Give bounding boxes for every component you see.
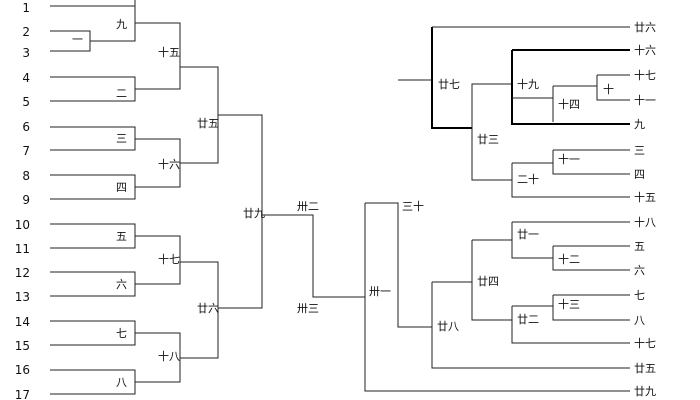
node-n29-label: 廿九 bbox=[243, 207, 265, 220]
node-n7-label: 七 bbox=[116, 327, 127, 340]
node-n14-label: 十四 bbox=[558, 97, 580, 111]
edge-n24 bbox=[471, 239, 512, 321]
node-n2-label: 二 bbox=[116, 87, 127, 100]
node-n13-label: 十三 bbox=[558, 297, 580, 311]
node-n1-label: 一 bbox=[72, 33, 83, 46]
node-n28-label: 廿八 bbox=[437, 320, 459, 333]
row-number: 12 bbox=[15, 266, 30, 280]
row-number: 17 bbox=[15, 388, 30, 400]
edge-n23 bbox=[471, 83, 512, 181]
node-n25-label: 廿五 bbox=[197, 117, 219, 130]
edge-n1 bbox=[50, 30, 91, 52]
edge-n30 bbox=[365, 202, 432, 328]
node-n27-label: 廿七 bbox=[438, 78, 460, 91]
node-n19-label: 十九 bbox=[517, 77, 539, 91]
node-n9-label: 九 bbox=[116, 18, 127, 31]
row-numbers: 1 2 3 4 5 6 7 8 9 10 11 12 13 14 15 16 1… bbox=[15, 1, 30, 400]
leaf-label: 九 bbox=[634, 118, 645, 131]
row-number: 11 bbox=[15, 242, 30, 256]
edge-n15-bracket bbox=[135, 22, 181, 90]
row-number: 16 bbox=[15, 363, 30, 377]
edge-n25 bbox=[180, 66, 219, 164]
row-number: 3 bbox=[22, 46, 30, 60]
leaf-label: 廿五 bbox=[634, 362, 656, 375]
node-n23-label: 廿三 bbox=[477, 133, 499, 146]
edge-n14 bbox=[552, 85, 597, 122]
leaf-label: 五 bbox=[634, 240, 645, 253]
node-n21-label: 廿一 bbox=[517, 228, 539, 241]
leaf-label: 廿九 bbox=[634, 385, 656, 398]
edge-n29 bbox=[218, 114, 263, 309]
edge-n26 bbox=[180, 261, 219, 359]
node-n22-label: 廿二 bbox=[517, 313, 539, 326]
leaf-label: 四 bbox=[634, 168, 645, 181]
leaf-label: 六 bbox=[634, 264, 645, 277]
center-bottom-label: 卅三 bbox=[297, 302, 319, 315]
edge-n11 bbox=[552, 149, 630, 175]
node-n3-label: 三 bbox=[116, 132, 127, 145]
edge-n19 bbox=[511, 49, 630, 125]
node-n10-label: 十 bbox=[603, 82, 614, 96]
leaf-label: 十七 bbox=[634, 68, 656, 82]
row-number: 4 bbox=[22, 71, 30, 85]
right-leaves: 廿六 十六 十七 十一 九 三 四 十五 十八 五 六 七 八 十七 廿五 廿九 bbox=[634, 21, 656, 398]
edge-n21 bbox=[511, 221, 630, 259]
node-n26-label: 廿六 bbox=[197, 302, 219, 315]
leaf-label: 十五 bbox=[634, 190, 656, 204]
node-n18-label: 十八 bbox=[158, 349, 180, 363]
center-links: 卅二 卅三 卅一 bbox=[262, 200, 630, 392]
node-n6-label: 六 bbox=[116, 278, 127, 291]
row-number: 2 bbox=[22, 25, 30, 39]
node-n30-label: 三十 bbox=[402, 199, 424, 213]
leaf-label: 廿六 bbox=[634, 21, 656, 34]
edge-n12 bbox=[552, 245, 630, 271]
node-n5-label: 五 bbox=[116, 230, 127, 243]
left-tree: 一 九 二 十五 三 四 十六 廿五 五 六 十七 bbox=[50, 0, 265, 395]
row-number: 13 bbox=[15, 290, 30, 304]
edge-n13 bbox=[552, 294, 630, 321]
leaf-label: 十八 bbox=[634, 215, 656, 229]
leaf-label: 八 bbox=[634, 314, 645, 327]
row-number: 15 bbox=[15, 339, 30, 353]
row-number: 5 bbox=[22, 95, 30, 109]
node-n8-label: 八 bbox=[116, 376, 127, 389]
edge-n20 bbox=[511, 162, 630, 198]
row-number: 7 bbox=[22, 144, 30, 158]
edge-root bbox=[364, 203, 630, 392]
leaf-label: 七 bbox=[634, 289, 645, 302]
edge-n10 bbox=[596, 74, 630, 101]
leaf-label: 十一 bbox=[634, 93, 656, 107]
node-n16-label: 十六 bbox=[158, 157, 180, 171]
node-n15-label: 十五 bbox=[158, 45, 180, 59]
node-n12-label: 十二 bbox=[558, 252, 580, 266]
edge-n17 bbox=[135, 235, 181, 285]
edge-n22 bbox=[511, 305, 630, 344]
leaf-label: 三 bbox=[634, 144, 645, 157]
row-number: 14 bbox=[15, 315, 30, 329]
edge-n28 bbox=[431, 281, 630, 369]
row-number: 6 bbox=[22, 120, 30, 134]
edge-center-top bbox=[262, 214, 365, 298]
leaf-label: 十七 bbox=[634, 336, 656, 350]
row-number: 9 bbox=[22, 193, 30, 207]
edge-n27 bbox=[431, 27, 472, 129]
node-n17-label: 十七 bbox=[158, 252, 180, 266]
row-number: 1 bbox=[22, 1, 30, 15]
right-tree: 三十 廿七 廿三 十九 十四 十 二十 十一 廿八 廿四 廿一 bbox=[365, 26, 630, 369]
leaf-label: 十六 bbox=[634, 43, 656, 57]
row-number: 8 bbox=[22, 169, 30, 183]
row-number: 10 bbox=[15, 218, 30, 232]
root-label: 卅一 bbox=[369, 285, 391, 298]
center-top-label: 卅二 bbox=[297, 200, 319, 213]
node-n11-label: 十一 bbox=[558, 152, 580, 166]
node-n4-label: 四 bbox=[116, 181, 127, 194]
node-n20-label: 二十 bbox=[517, 172, 539, 186]
node-n24-label: 廿四 bbox=[477, 275, 499, 288]
